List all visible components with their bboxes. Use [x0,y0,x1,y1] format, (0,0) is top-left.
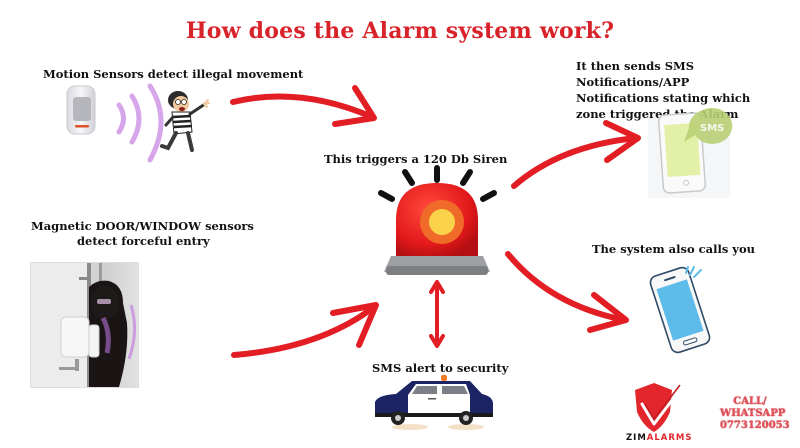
door-handle [59,367,79,370]
door-sensor-label-line2: detect forceful entry [77,234,210,248]
motion-sensor-label: Motion Sensors detect illegal movement [43,67,304,81]
logo-brand-left: ZIM [626,433,647,443]
door-latch [79,277,89,280]
sms-label-line3: Notifications stating which [576,91,751,105]
siren-icon [378,165,497,275]
balaclava-eyes [97,299,111,304]
contact-cta: CALL/ WHATSAPP 0773120053 [720,396,790,432]
cta-line-call: CALL/ [733,396,767,407]
cta-line-whatsapp: WHATSAPP [720,408,786,419]
logo-wordmark: ZIMALARMS [626,433,693,443]
sms-label-line1: It then sends SMS [576,59,695,73]
motion-sensor-icon [66,85,96,135]
siren-label: This triggers a 120 Db Siren [324,152,508,166]
arrow-motion-to-siren [230,85,377,127]
arrow-siren-security [429,280,445,348]
arrow-siren-to-call [505,251,629,333]
door-signal-wave-inner [100,316,111,354]
door-burglar-illustration [31,263,136,387]
security-label: SMS alert to security [372,361,509,375]
infographic-title: How does the Alarm system work? [185,18,615,44]
sms-bubble-text: SMS [700,123,724,134]
arrow-door-to-siren [231,302,379,358]
door-signal-wave [127,304,136,360]
ringing-phone-icon [649,266,711,354]
smartphone-sms-icon [648,107,733,198]
call-label: The system also calls you [592,242,756,256]
signal-waves-icon [116,83,164,163]
arrow-siren-to-sms [511,120,641,189]
door-sensor-photo [30,262,139,388]
door-handle-base [75,359,79,371]
door-sensor-label-line1: Magnetic DOOR/WINDOW sensors [31,219,254,233]
burglar-icon [160,91,210,152]
zimalarms-shield-logo [635,381,687,432]
logo-brand-right: ALARMS [647,433,693,443]
cta-line-phone-number[interactable]: 0773120053 [720,420,790,431]
magnetic-sensor-magnet [88,324,100,358]
police-car-icon [375,375,493,430]
sms-label-line2: Notifications/APP [576,75,690,89]
